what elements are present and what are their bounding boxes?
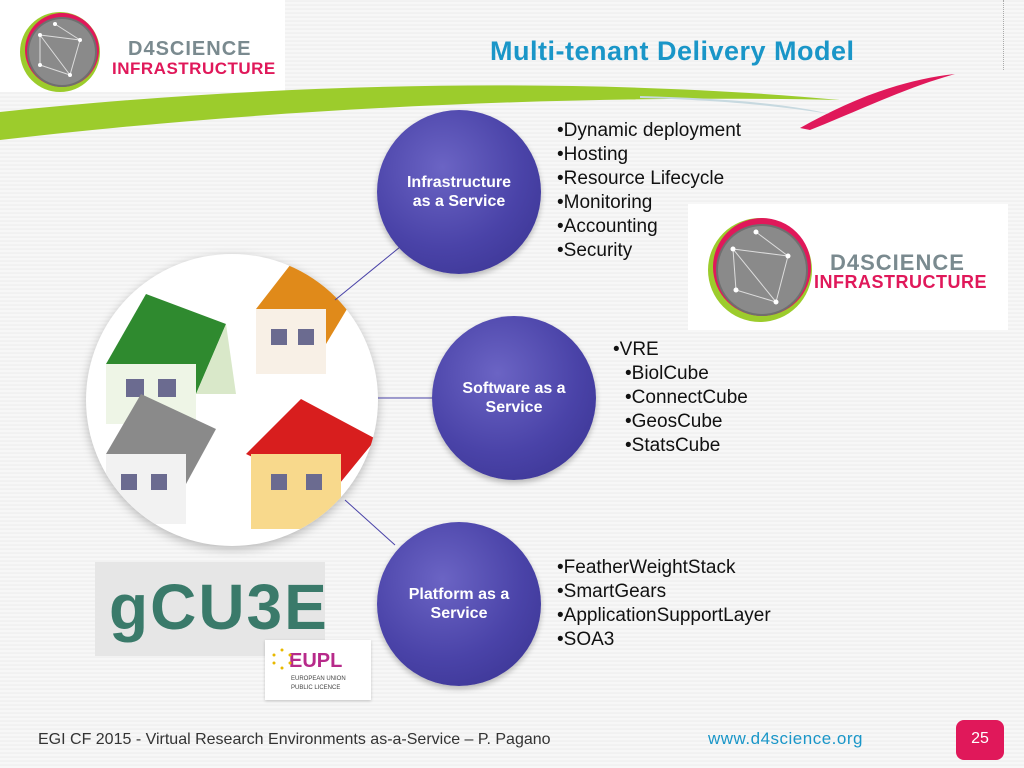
paas-list: FeatherWeightStack SmartGears Applicatio… [557,556,771,652]
list-item: BiolCube [613,362,748,386]
footer-text: EGI CF 2015 - Virtual Research Environme… [38,731,551,748]
footer-url-link[interactable]: www.d4science.org [708,729,863,748]
saas-list: VRE BiolCube ConnectCube GeosCube StatsC… [613,338,748,458]
header-logo: D4SCIENCE INFRASTRUCTURE [0,0,285,92]
list-item: StatsCube [613,434,748,458]
eupl-logo-line2: PUBLIC LICENCE [291,685,341,691]
list-item: Dynamic deployment [557,119,741,143]
list-item: Monitoring [557,191,741,215]
saas-label: Software as a Service [462,380,566,416]
page-number-badge: 25 [956,720,1004,760]
list-item: SOA3 [557,628,771,652]
eupl-logo: EUPL EUROPEAN UNION PUBLIC LICENCE [265,640,371,700]
side-logo-line1: D4SCIENCE [830,250,965,275]
paas-label: Platform as a Service [408,586,510,622]
iaas-label: Infrastructure as a Service [406,174,512,210]
iaas-circle: Infrastructure as a Service [377,110,541,274]
houses-illustration [86,254,378,546]
side-logo: D4SCIENCE INFRASTRUCTURE [688,204,1008,330]
list-item: ApplicationSupportLayer [557,604,771,628]
eupl-logo-line1: EUROPEAN UNION [291,676,346,682]
iaas-list: Dynamic deployment Hosting Resource Life… [557,119,741,263]
list-item: Resource Lifecycle [557,167,741,191]
eupl-logo-title: EUPL [289,650,343,672]
header-swoosh [0,74,955,140]
list-item: Accounting [557,215,741,239]
list-item: SmartGears [557,580,771,604]
eu-stars-icon [272,648,292,670]
paas-circle: Platform as a Service [377,522,541,686]
corner-divider [1003,0,1004,70]
list-item: FeatherWeightStack [557,556,771,580]
page-title: Multi-tenant Delivery Model [490,36,855,66]
list-item: Security [557,239,741,263]
gcube-logo-text: gCU3E [109,571,329,643]
globe-icon [20,12,100,92]
logo-line1: D4SCIENCE [128,38,252,60]
list-item: GeosCube [613,410,748,434]
saas-circle: Software as a Service [432,316,596,480]
side-logo-line2: INFRASTRUCTURE [814,272,987,292]
list-item: ConnectCube [613,386,748,410]
logo-line2: INFRASTRUCTURE [112,59,276,78]
globe-icon [708,218,812,322]
list-item: VRE [613,338,748,362]
list-item: Hosting [557,143,741,167]
